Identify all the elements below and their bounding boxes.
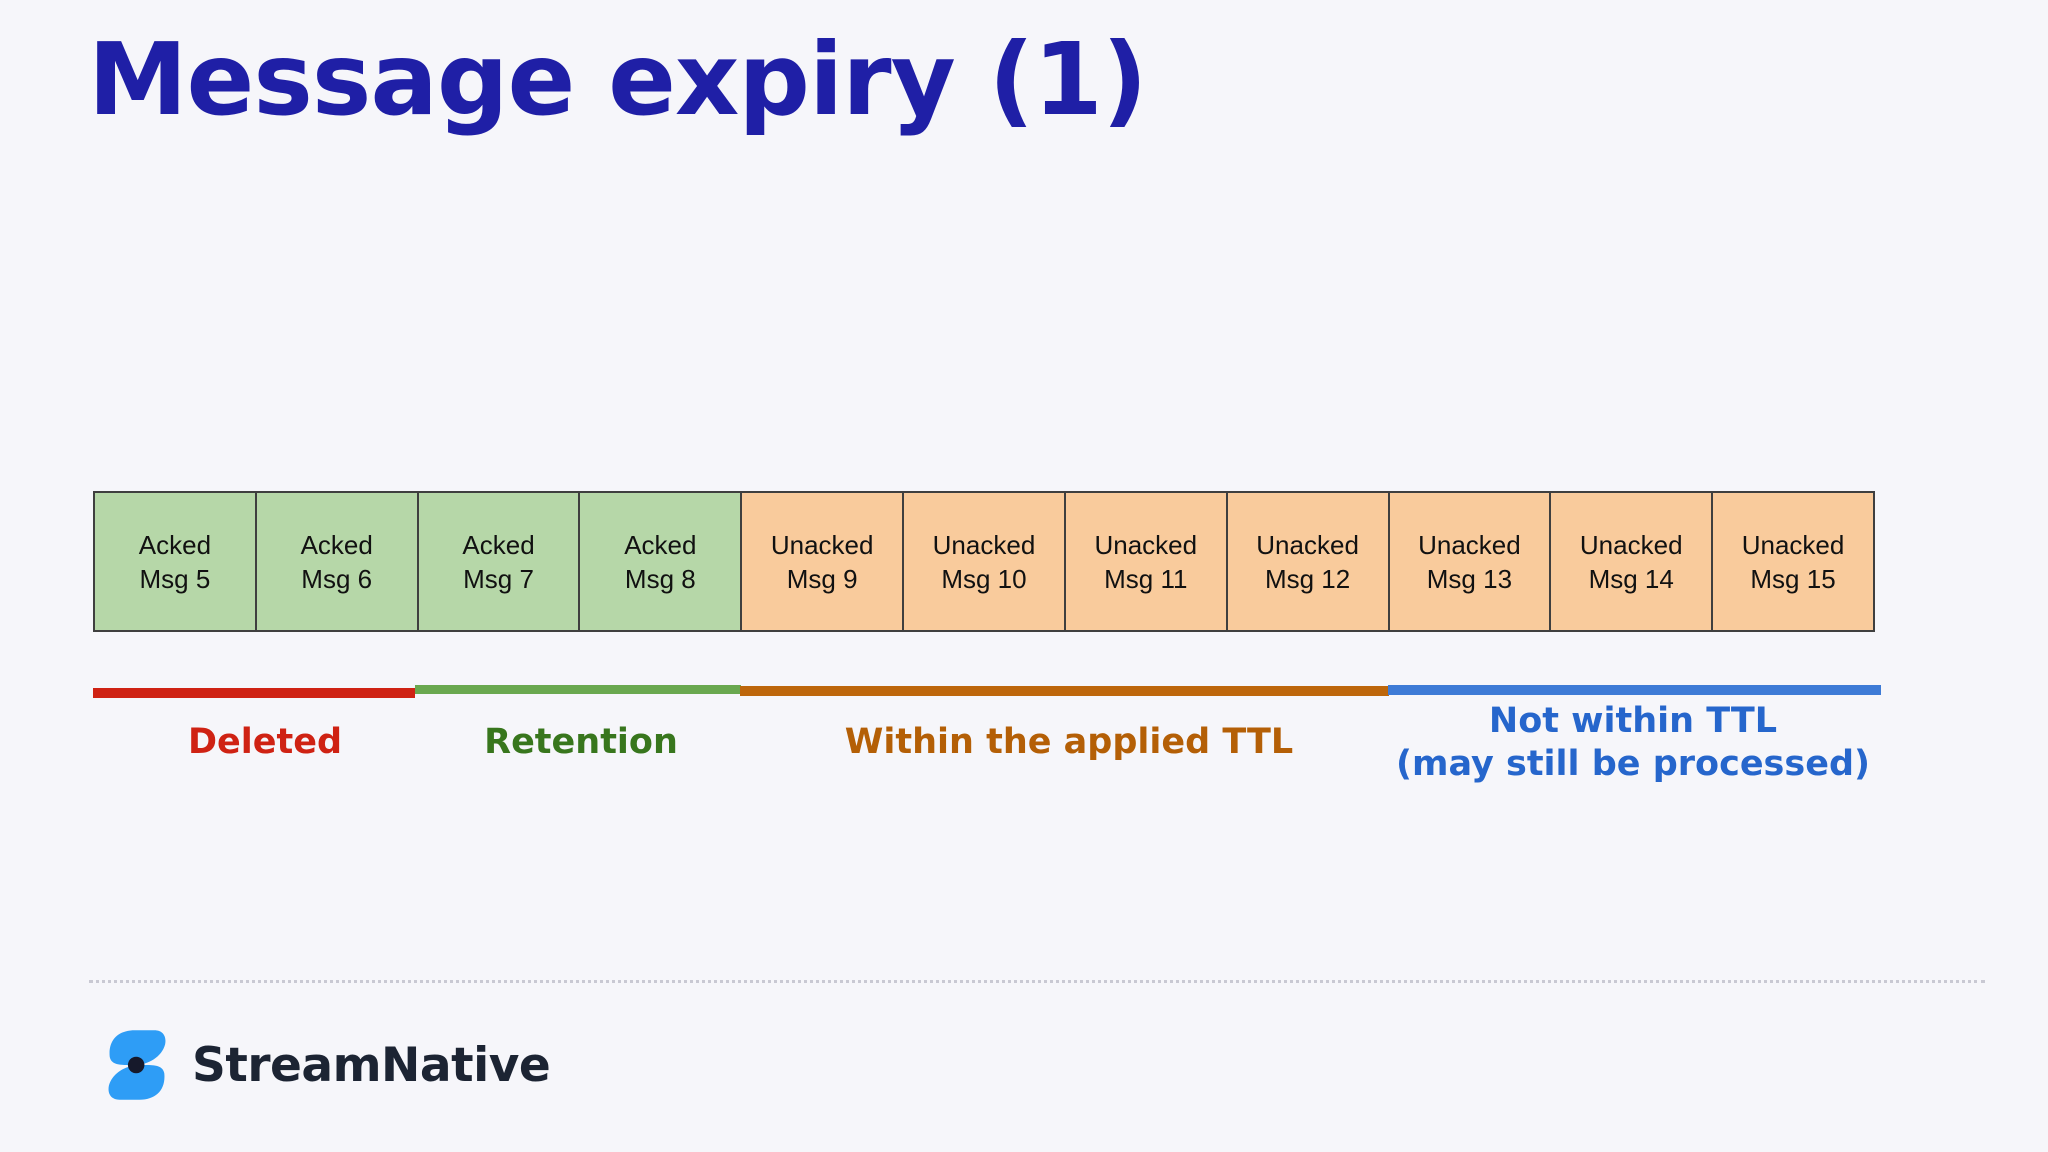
- block-label: Unacked Msg 13: [1418, 528, 1521, 596]
- block-label: Unacked Msg 14: [1580, 528, 1683, 596]
- block-label: Acked Msg 5: [139, 528, 211, 596]
- message-block-msg8: Acked Msg 8: [580, 493, 743, 630]
- message-block-msg12: Unacked Msg 12: [1227, 493, 1390, 630]
- brand-name: StreamNative: [192, 1037, 551, 1093]
- message-block-msg9: Unacked Msg 9: [742, 493, 905, 630]
- block-label: Acked Msg 6: [301, 528, 373, 596]
- block-msg-id: Msg 6: [301, 563, 373, 594]
- segment-label-not-within-ttl-line2: (may still be processed): [1395, 744, 1871, 784]
- block-label: Acked Msg 7: [462, 528, 534, 596]
- page-title: Message expiry (1): [88, 21, 1148, 138]
- message-block-msg6: Acked Msg 6: [256, 493, 419, 630]
- message-block-row: Acked Msg 5 Acked Msg 6 Acked Msg 7 Acke…: [93, 491, 1875, 632]
- block-label: Unacked Msg 9: [771, 528, 874, 596]
- segment-label-not-within-ttl: Not within TTL (may still be processed): [1333, 700, 1933, 786]
- block-msg-id: Msg 5: [139, 563, 211, 594]
- block-status: Acked: [138, 529, 212, 560]
- block-msg-id: Msg 8: [624, 563, 696, 594]
- block-msg-id: Msg 13: [1426, 563, 1513, 594]
- message-block-msg5: Acked Msg 5: [95, 493, 257, 630]
- block-status: Unacked: [1579, 529, 1683, 560]
- block-status: Unacked: [1094, 529, 1198, 560]
- segment-line-deleted: [93, 688, 415, 698]
- block-msg-id: Msg 12: [1264, 563, 1351, 594]
- message-block-msg15: Unacked Msg 15: [1713, 493, 1873, 630]
- block-label: Acked Msg 8: [624, 528, 696, 596]
- block-label: Unacked Msg 15: [1742, 528, 1845, 596]
- block-msg-id: Msg 14: [1588, 563, 1674, 594]
- segment-label-deleted: Deleted: [187, 722, 343, 762]
- message-block-msg10: Unacked Msg 10: [904, 493, 1066, 630]
- streamnative-logo-icon: [108, 1030, 166, 1100]
- segment-label-ttl: Within the applied TTL: [844, 722, 1294, 762]
- segment-label-not-within-ttl-line1: Not within TTL: [1488, 701, 1778, 741]
- footer-brand: StreamNative: [98, 1022, 551, 1108]
- block-status: Acked: [462, 529, 535, 560]
- segment-line-ttl: [740, 686, 1389, 696]
- block-status: Unacked: [1256, 529, 1359, 560]
- message-block-msg11: Unacked Msg 11: [1065, 493, 1228, 630]
- block-status: Unacked: [932, 529, 1036, 560]
- block-label: Unacked Msg 10: [933, 528, 1036, 596]
- block-label: Unacked Msg 12: [1256, 528, 1359, 596]
- block-status: Acked: [624, 529, 697, 560]
- block-status: Acked: [300, 529, 373, 560]
- block-label: Unacked Msg 11: [1094, 528, 1197, 596]
- block-msg-id: Msg 9: [786, 563, 858, 594]
- segment-line-not-within-ttl: [1388, 685, 1881, 695]
- message-block-msg7: Acked Msg 7: [418, 493, 581, 630]
- block-msg-id: Msg 11: [1104, 563, 1188, 594]
- block-status: Unacked: [770, 529, 874, 560]
- message-block-msg14: Unacked Msg 14: [1551, 493, 1714, 630]
- footer-divider: [89, 980, 1985, 983]
- segment-line-retention: [415, 685, 741, 694]
- block-msg-id: Msg 10: [941, 563, 1027, 594]
- block-msg-id: Msg 15: [1750, 563, 1836, 594]
- segment-label-retention: Retention: [484, 722, 678, 762]
- block-status: Unacked: [1741, 529, 1845, 560]
- message-block-msg13: Unacked Msg 13: [1389, 493, 1552, 630]
- block-status: Unacked: [1418, 529, 1521, 560]
- block-msg-id: Msg 7: [463, 563, 534, 594]
